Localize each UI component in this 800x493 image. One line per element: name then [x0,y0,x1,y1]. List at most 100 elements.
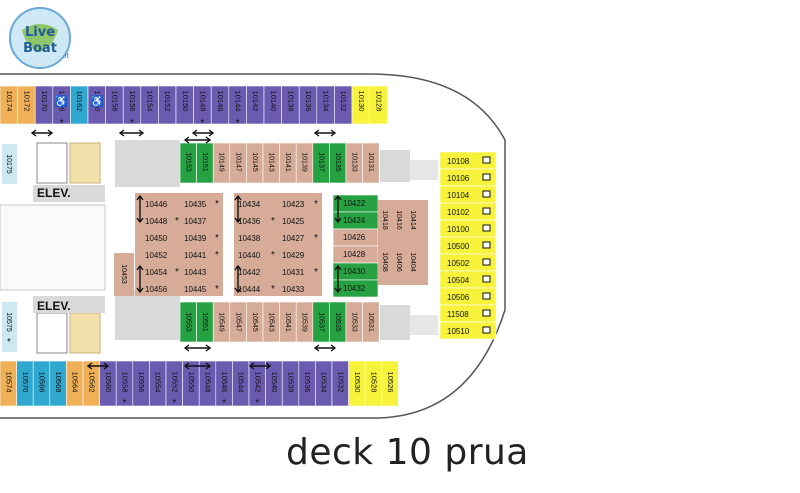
cabin-label-10562: 10562 [87,372,96,393]
star-mark: * [123,398,127,409]
cabin-label-10536: 10536 [303,372,312,393]
cabin-label-10144: 10144 [234,91,243,112]
suite-icon [482,207,491,215]
door-arrow [234,264,242,271]
cabin-label-10149: 10149 [218,152,225,172]
cabin-label-10432: 10432 [343,284,366,293]
cabin-label-10158: 10158 [110,91,119,112]
cabin-label-10136: 10136 [304,91,313,112]
door-arrow [47,129,54,137]
star-mark: * [172,398,176,409]
cabin-label-10551: 10551 [201,312,208,332]
cabin-label-10143: 10143 [267,152,274,172]
cabin-label-10135: 10135 [334,152,341,172]
cabin-label-10128: 10128 [374,91,383,112]
cabin-label-10139: 10139 [301,152,308,172]
door-arrow [136,287,144,294]
star-mark: * [215,199,219,210]
stairwell [36,312,68,354]
cabin-block-b [234,193,322,296]
cabin-label-10422: 10422 [343,199,366,208]
cabin-label-10553: 10553 [184,312,191,332]
door-arrow [334,287,342,294]
cabin-label-10132: 10132 [339,91,348,112]
cabin-label-10500: 10500 [447,242,470,251]
cabin-label-10156: 10156 [128,91,137,112]
door-arrow [234,217,242,224]
svg-text:Live: Live [25,25,55,40]
cabin-label-10456: 10456 [145,285,168,294]
door-arrow [136,217,144,224]
cabin-label-10141: 10141 [284,152,291,172]
cabin-label-10552: 10552 [170,372,179,393]
cabin-10531 [362,301,380,343]
structural-area [380,305,410,340]
cabin-label-10131: 10131 [367,152,374,172]
door-arrow [205,136,212,144]
suite-icon [482,258,491,266]
star-mark: * [314,199,318,210]
door-arrow [265,362,272,370]
elevator-area [33,296,105,313]
cabin-label-10138: 10138 [286,91,295,112]
cabin-label-10425: 10425 [282,217,305,226]
stairs [69,312,101,354]
cabin-label-10100: 10100 [447,225,470,234]
cabin-label-10104: 10104 [447,191,470,200]
star-mark: * [271,284,275,295]
cabin-label-10546: 10546 [220,372,229,393]
structural-area [410,160,438,180]
cabin-label-10442: 10442 [238,268,261,277]
cabin-label-10145: 10145 [251,152,258,172]
star-mark: * [271,216,275,227]
door-arrow [136,194,144,201]
suite-icon [482,326,491,334]
cabin-label-10540: 10540 [270,372,279,393]
suite-icon [482,241,491,249]
cabin-label-10504: 10504 [447,276,470,285]
cabin-label-10106: 10106 [447,174,470,183]
cabin-label-10430: 10430 [343,267,366,276]
door-arrow [234,287,242,294]
star-mark: * [130,118,134,129]
door-arrow [330,344,337,352]
cabin-label-10445: 10445 [184,285,207,294]
star-mark: * [60,118,64,129]
door-arrow [118,129,125,137]
cabin-label-10435: 10435 [184,200,207,209]
cabin-label-10404: 10404 [409,252,416,272]
cabin-label-10137: 10137 [317,152,324,172]
cabin-label-10454: 10454 [145,268,168,277]
cabin-label-10175: 10175 [5,154,12,174]
cabin-label-10570: 10570 [21,372,30,393]
deck-caption: deck 10 prua [286,432,529,473]
cabin-label-10549: 10549 [218,312,225,332]
cabin-label-10564: 10564 [71,372,80,393]
cabin-label-10146: 10146 [216,91,225,112]
cabin-label-10568: 10568 [54,372,63,393]
cabin-label-10433: 10433 [282,285,305,294]
cabin-label-10166: 10166 [58,91,67,112]
star-mark: * [215,233,219,244]
star-mark: * [215,284,219,295]
cabin-label-10439: 10439 [184,234,207,243]
door-arrow [136,264,144,271]
star-mark: * [222,398,226,409]
cabin-label-10510: 10510 [447,327,470,336]
accessible-icon: ♿ [54,95,68,108]
cabin-label-10162: 10162 [75,91,84,112]
cabin-label-10506: 10506 [447,293,470,302]
cabin-10128 [369,85,388,125]
door-arrow [183,362,190,370]
cabin-label-10550: 10550 [187,372,196,393]
door-arrow [205,344,212,352]
door-arrow [334,217,342,224]
stairwell [36,142,68,184]
suite-icon [482,275,491,283]
cabin-label-10542: 10542 [253,372,262,393]
suite-icon [482,309,491,317]
cabin-label-10437: 10437 [184,217,207,226]
